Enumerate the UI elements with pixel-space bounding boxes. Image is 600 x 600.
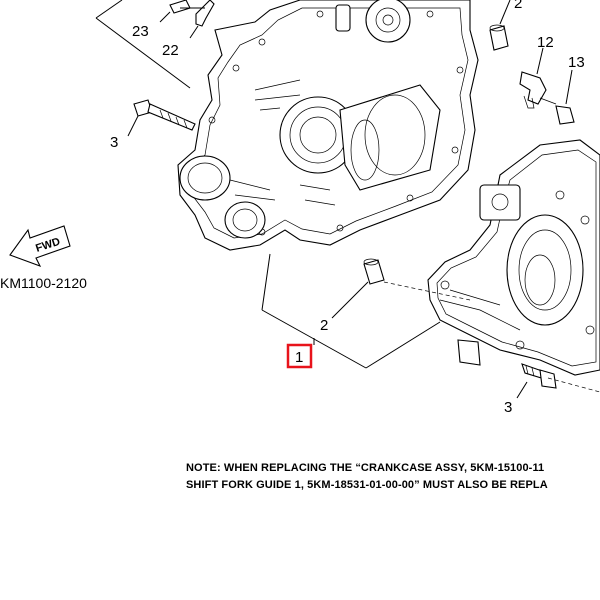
part-12-shift-fork-guide (519, 71, 547, 109)
part-3-bolt-left (133, 99, 196, 131)
callout-2-top: 2 (514, 0, 522, 12)
callout-12: 12 (537, 34, 554, 51)
part-13-screw (539, 97, 575, 125)
callout-23: 23 (132, 23, 149, 40)
callout-22: 22 (162, 42, 179, 59)
callout-1: 1 (295, 349, 303, 366)
note-line-1: NOTE: WHEN REPLACING THE “CRANKCASE ASSY… (186, 462, 545, 474)
callout-2-mid: 2 (320, 317, 328, 334)
part-23-bolt (169, 0, 191, 14)
part-3-bolt-right (521, 363, 557, 389)
right-crankcase-half (427, 139, 600, 376)
callout-3-right: 3 (504, 399, 512, 416)
leader-lines (95, 0, 600, 399)
callout-3-left: 3 (110, 134, 118, 151)
part-2-dowel-pin-mid (363, 258, 385, 285)
callout-1-highlight-box (286, 343, 313, 369)
callout-13: 13 (568, 54, 585, 71)
diagram-code: KM1100-2120 (0, 275, 87, 291)
fwd-arrow-icon: FWD (9, 225, 71, 267)
left-crankcase-half (177, 0, 479, 251)
part-2-dowel-pin-top (489, 24, 509, 51)
part-22-bracket (195, 0, 215, 27)
note-line-2: SHIFT FORK GUIDE 1, 5KM-18531-01-00-00” … (186, 479, 548, 491)
